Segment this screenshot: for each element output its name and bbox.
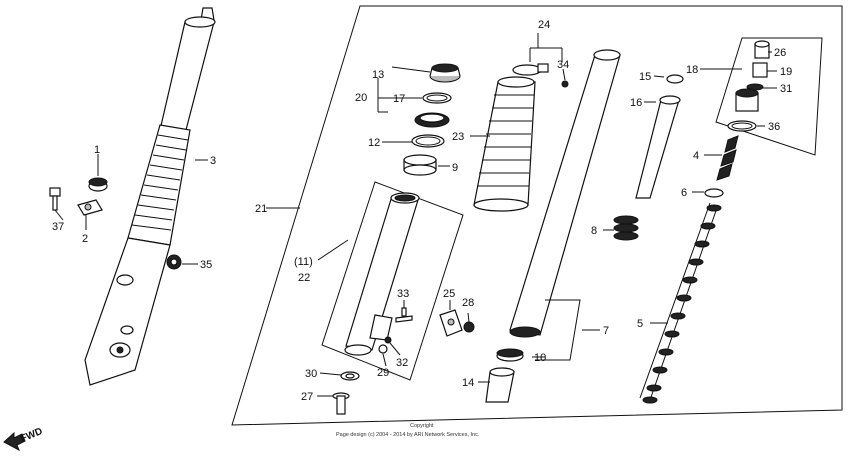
- callout-25: 25: [443, 288, 455, 300]
- callout-10: 10: [534, 352, 546, 364]
- assembled-fork-leg: [84, 7, 216, 386]
- part-25-shape: [439, 309, 463, 337]
- part-7-shape: [509, 49, 621, 338]
- callout-2: 2: [82, 233, 88, 245]
- part-32-shape: [384, 336, 392, 344]
- callout-4: 4: [693, 150, 699, 162]
- part-15-shape: [666, 74, 684, 84]
- part-16-shape: [635, 95, 681, 199]
- part-23-shape: [473, 76, 536, 212]
- part-18-frame: [715, 37, 823, 156]
- part-19-shape: [752, 62, 768, 78]
- copyright-line-1: Copyright: [410, 423, 434, 429]
- callout-26: 26: [774, 47, 786, 59]
- part-35-shape: [166, 254, 182, 270]
- callout-14: 14: [462, 377, 474, 389]
- part-7-frame: [535, 299, 581, 361]
- callout-36: 36: [768, 121, 780, 133]
- part-26-shape: [754, 40, 770, 59]
- callout-33: 33: [397, 288, 409, 300]
- part-27-shape: [332, 392, 350, 415]
- part-34-shape: [561, 80, 569, 88]
- callout-7: 7: [603, 325, 609, 337]
- callout-28: 28: [462, 297, 474, 309]
- callout-24: 24: [538, 19, 550, 31]
- callout-15: 15: [639, 71, 651, 83]
- callout-22-alt: (11): [294, 256, 313, 268]
- part-17-shape: [422, 92, 452, 104]
- part-12-shape: [411, 134, 445, 148]
- callout-12: 12: [368, 137, 380, 149]
- inner-tube-frame-22: [321, 181, 464, 381]
- copyright-line-2: Page design (c) 2004 - 2014 by ARI Netwo…: [336, 432, 480, 438]
- part-37-shape: [49, 187, 61, 211]
- part-14-shape: [485, 367, 515, 403]
- callout-1: 1: [94, 144, 100, 156]
- callout-8: 8: [591, 225, 597, 237]
- callout-3: 3: [210, 155, 216, 167]
- part-22-shape: [344, 192, 420, 356]
- leader-lines: [54, 33, 777, 397]
- part-6-shape: [704, 188, 724, 198]
- fwd-arrow: FWD: [3, 426, 44, 452]
- callout-18: 18: [686, 64, 698, 76]
- callout-30: 30: [305, 368, 317, 380]
- part-oil-seal: [414, 112, 450, 128]
- callout-37: 37: [52, 221, 64, 233]
- callout-19: 19: [780, 66, 792, 78]
- callout-13: 13: [372, 69, 384, 81]
- callout-17: 17: [393, 93, 405, 105]
- callout-35: 35: [200, 259, 212, 271]
- part-8-shape: [613, 215, 639, 241]
- part-33-shape: [395, 307, 413, 323]
- callout-29: 29: [377, 367, 389, 379]
- callout-22: 22: [298, 272, 310, 284]
- part-5-shape: [639, 202, 722, 404]
- part-29-shape: [378, 344, 388, 354]
- part-10-shape: [496, 348, 524, 362]
- fwd-label: FWD: [19, 426, 44, 445]
- callout-27: 27: [301, 391, 313, 403]
- callout-34: 34: [557, 59, 569, 71]
- callout-5: 5: [637, 318, 643, 330]
- part-9-shape: [403, 154, 437, 176]
- callout-20: 20: [355, 92, 367, 104]
- callout-32: 32: [396, 357, 408, 369]
- kit-frame-21: [231, 5, 843, 426]
- callout-31: 31: [780, 83, 792, 95]
- part-1-shape: [88, 177, 108, 192]
- part-4-shape: [716, 135, 739, 181]
- part-2-shape: [77, 199, 103, 216]
- callout-16: 16: [630, 97, 642, 109]
- callout-23: 23: [452, 131, 464, 143]
- callout-9: 9: [452, 162, 458, 174]
- callout-6: 6: [681, 187, 687, 199]
- part-30-shape: [340, 371, 360, 381]
- callout-21: 21: [255, 203, 267, 215]
- part-28-shape: [463, 321, 475, 333]
- part-13-shape: [429, 63, 461, 83]
- part-24-shape: [512, 63, 549, 76]
- part-36-shape: [727, 120, 757, 132]
- part-valve-body: [735, 88, 759, 112]
